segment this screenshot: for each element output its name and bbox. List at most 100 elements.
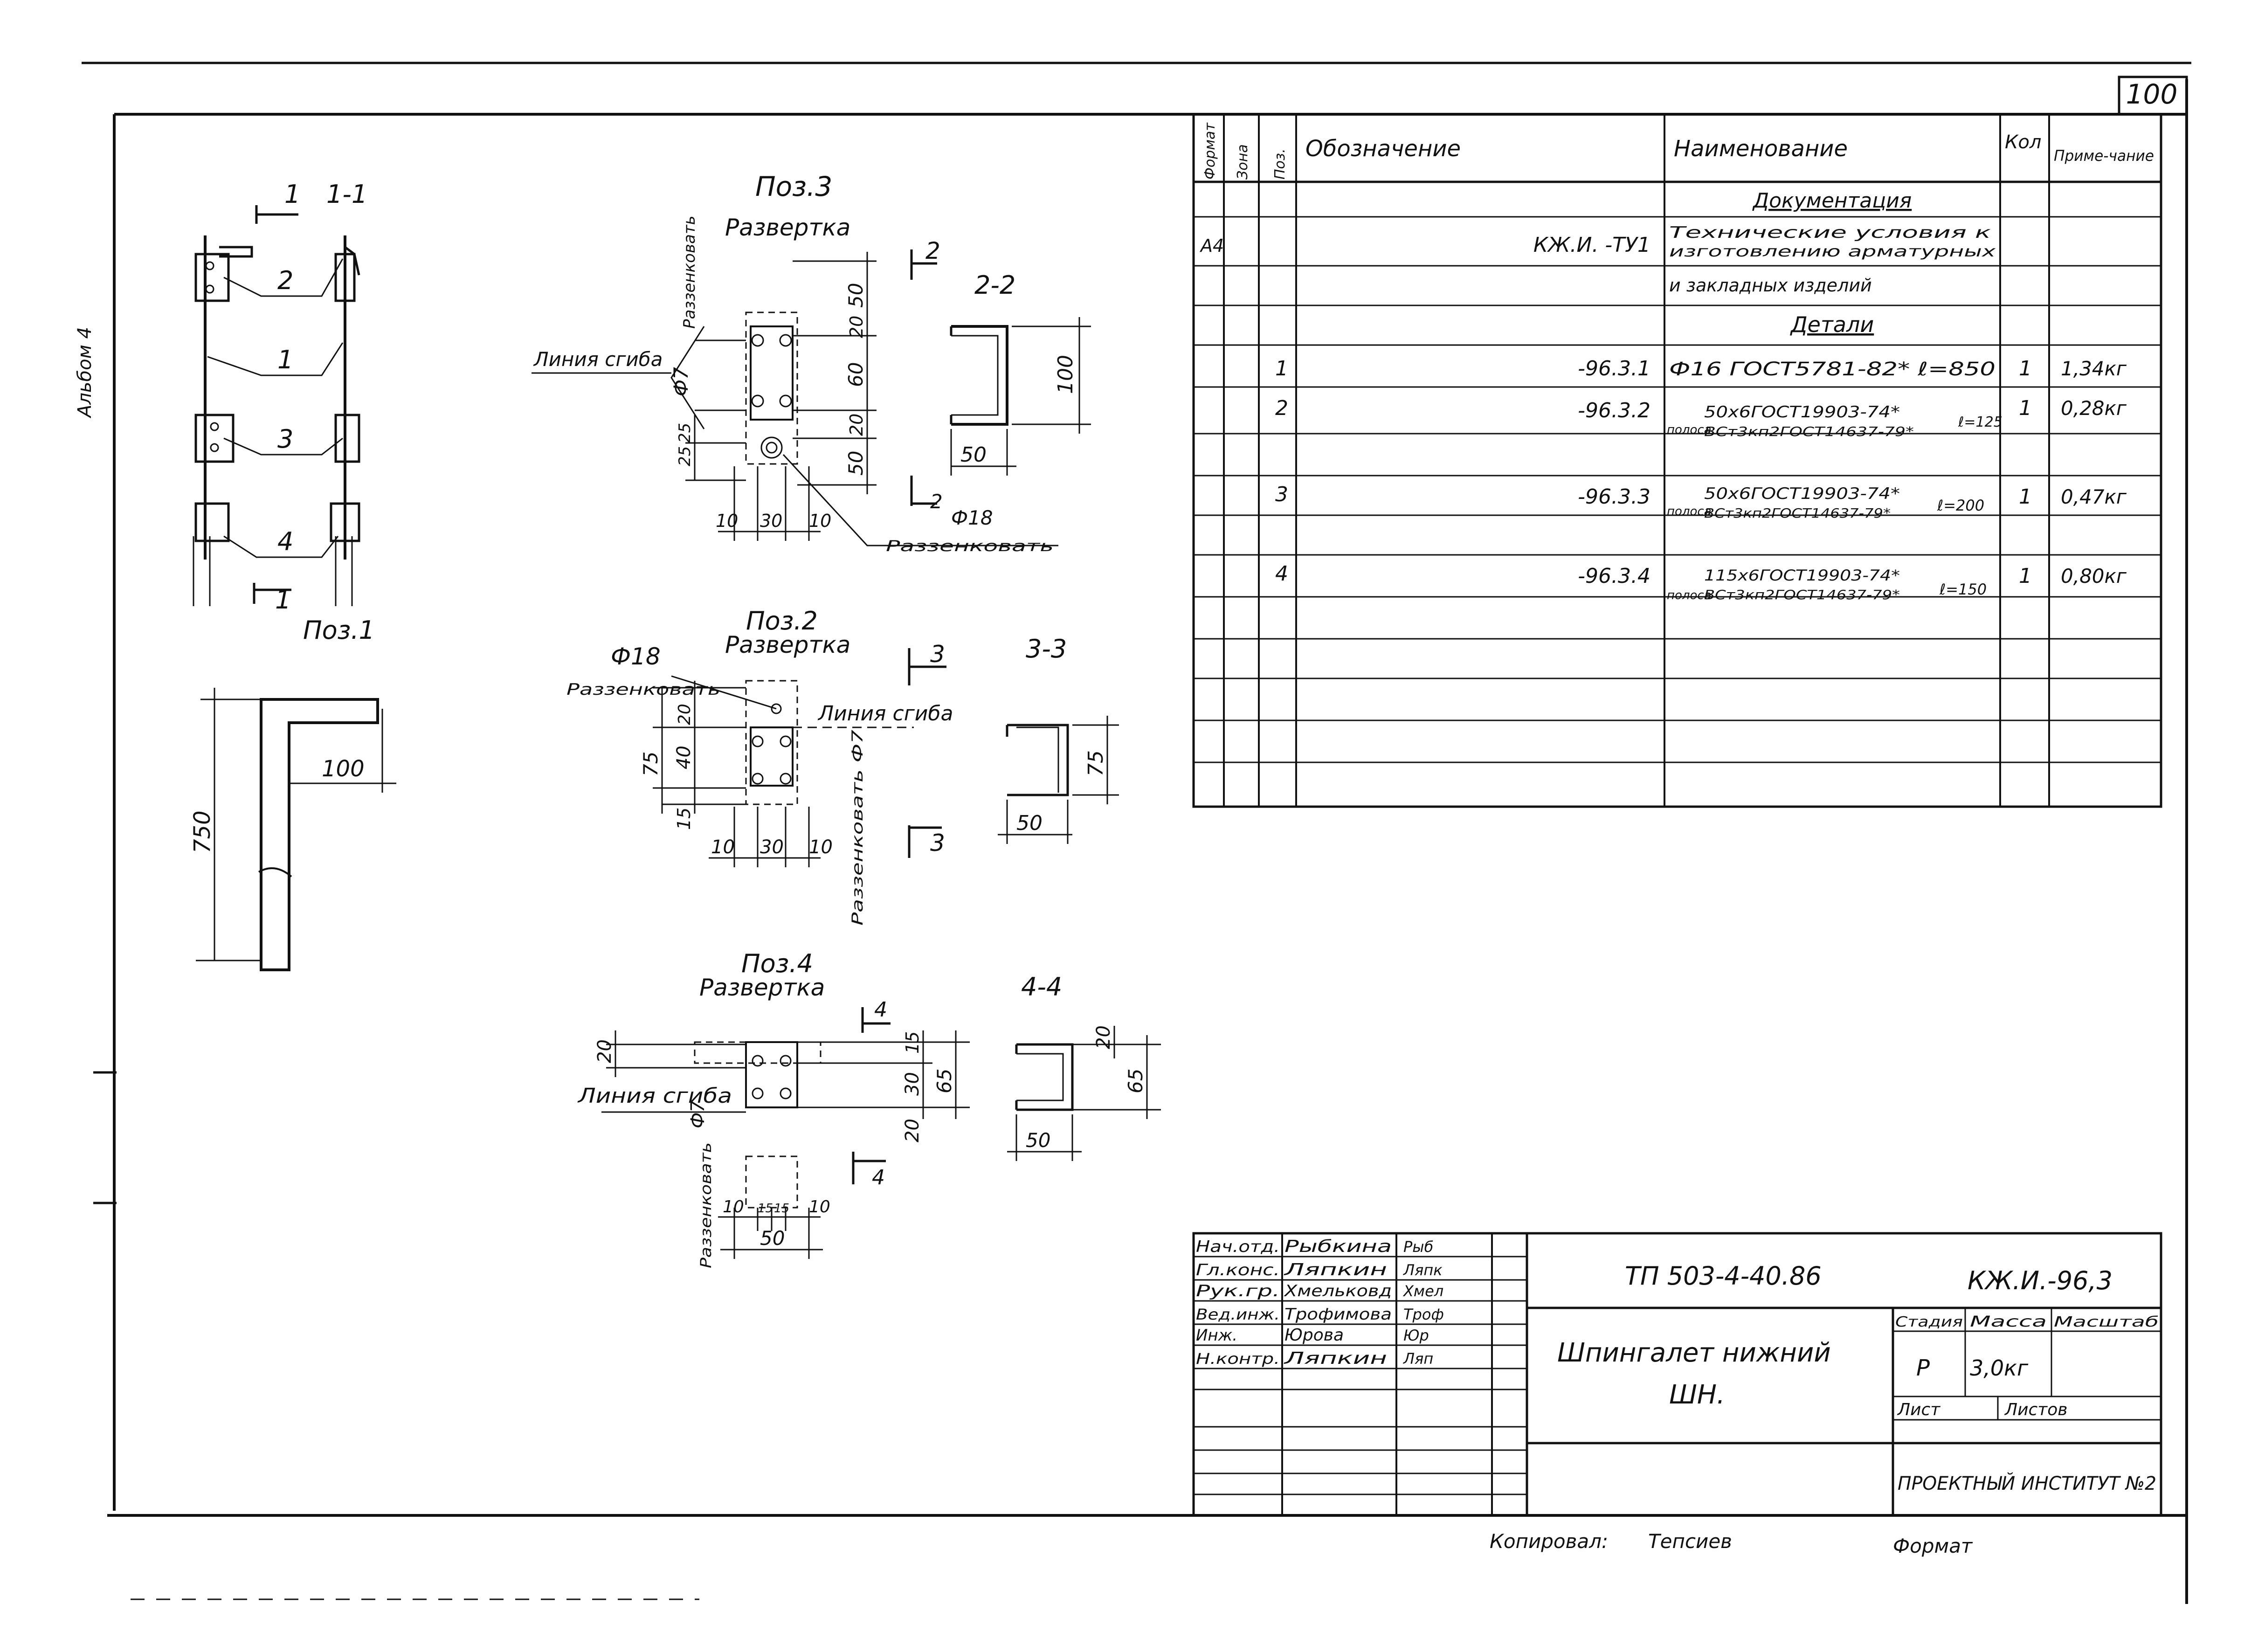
table-row: 1 -96.3.1 Ф16 ГОСТ5781-82* ℓ=850 1 1,34к…: [1275, 357, 2127, 380]
pos3-drawing: [532, 249, 1091, 546]
people-list: Нач.отд. Рыбкина Рыб Гл.конс. Ляпкин Ляп…: [1196, 1237, 1444, 1368]
pos3-dim-10a: 10: [716, 511, 738, 531]
mass-label: Масса: [1970, 1313, 2047, 1330]
row-material-top: 115х6ГОСТ19903-74*: [1704, 567, 1900, 584]
pos2-subtitle: Развертка: [725, 631, 850, 658]
pos3-bend-line: Линия сгиба: [533, 348, 663, 371]
sheet-frame: [82, 62, 2191, 1604]
pos2-dim-10b: 10: [809, 836, 833, 858]
pos2-countersink-side: Раззенковать Ф7: [849, 729, 866, 926]
row-material: Ф16 ГОСТ5781-82* ℓ=850: [1669, 359, 1996, 380]
sheets-label: Листов: [2004, 1400, 2067, 1419]
pos3-subtitle: Развертка: [725, 214, 850, 241]
pos4-dim-10a: 10: [723, 1197, 744, 1217]
assembly-section-title: 1-1: [326, 180, 367, 209]
copied-by-signature: Тепсиев: [1648, 1530, 1732, 1553]
docs-name-line2: изготовлению арматурных: [1669, 242, 1996, 260]
row-qty: 1: [2019, 564, 2032, 588]
row-note: 0,80кг: [2061, 565, 2127, 588]
side-mark: Альбом 4: [74, 327, 96, 419]
pos2-drawing: [653, 648, 1119, 867]
pos4-hole-dia: Ф7: [687, 1100, 709, 1128]
callout-2: 2: [277, 266, 293, 295]
pos3-dim-50b: 50: [844, 451, 867, 476]
header-note: Приме-чание: [2054, 147, 2154, 165]
pos4-section-height: 65: [1124, 1069, 1147, 1093]
row-length: ℓ=200: [1937, 497, 1984, 514]
pos4-dim-20b: 20: [902, 1119, 923, 1142]
header-designation: Обозначение: [1305, 136, 1461, 162]
pos2-section-width: 50: [1016, 811, 1043, 835]
doc-code: КЖ.И.-96,3: [1968, 1266, 2113, 1295]
pos2-section-mark-bottom: 3: [930, 829, 945, 857]
pos2-dim-15: 15: [674, 808, 694, 830]
pos2-section-mark: 3: [930, 641, 945, 668]
person-role: Гл.конс.: [1196, 1261, 1280, 1279]
row-length: ℓ=125: [1958, 414, 2003, 430]
callout-1: 1: [277, 345, 293, 374]
title-line2: ШН.: [1669, 1380, 1725, 1410]
pos3-dim-25a: 25: [676, 446, 694, 466]
row-pos: 1: [1275, 357, 1288, 380]
person-role: Инж.: [1196, 1326, 1237, 1345]
pos2-dim-30: 30: [760, 836, 784, 858]
scale-label: Масштаб: [2054, 1314, 2159, 1330]
callout-3: 3: [277, 424, 293, 454]
pos1-drawing: [196, 688, 396, 971]
pos1-dim-length: 750: [189, 810, 215, 853]
spec-table: [1192, 113, 2162, 808]
row-designation: -96.3.2: [1578, 399, 1650, 422]
pos4-dim-65: 65: [933, 1069, 956, 1093]
pos4-bend-line-1: Линия сгиба: [577, 1084, 732, 1108]
person-role: Вед.инж.: [1196, 1306, 1280, 1323]
docs-name-line1: Технические условия к: [1669, 223, 1991, 242]
title-line1: Шпингалет нижний: [1557, 1338, 1831, 1368]
pos3-countersink-bottom: Раззенковать: [886, 537, 1054, 555]
pos3-dim-25b: 25: [676, 423, 694, 443]
pos3-title: Поз.3: [755, 171, 832, 202]
project-code: ТП 503-4-40.86: [1625, 1261, 1822, 1291]
assembly-mark-top: 1: [284, 180, 300, 209]
row-qty: 1: [2019, 396, 2032, 420]
pos1-dim-hook: 100: [322, 756, 365, 782]
pos3-hole-dia: Ф7: [670, 367, 692, 396]
person-sign: Ляп: [1403, 1350, 1433, 1368]
title-block: [1192, 1232, 2162, 1517]
header-name: Наименование: [1674, 136, 1848, 162]
pos1-title: Поз.1: [303, 615, 375, 645]
pos4-dim-30: 30: [902, 1072, 923, 1096]
row-length: ℓ=150: [1939, 581, 1987, 598]
pos4-subtitle: Развертка: [699, 974, 825, 1001]
pos4-drawing: [601, 1007, 1161, 1259]
pos4-countersink: Раззенковать: [697, 1142, 715, 1268]
pos3-section-mark: 2: [925, 237, 940, 264]
row-material-top: 50х6ГОСТ19903-74*: [1704, 484, 1900, 503]
section-docs: Документация: [1752, 189, 1912, 213]
pos4-section-width: 50: [1026, 1129, 1050, 1152]
row-material-top: 50х6ГОСТ19903-74*: [1704, 403, 1900, 422]
pos3-section-mark-bottom: 2: [930, 490, 943, 513]
organization: ПРОЕКТНЫЙ ИНСТИТУТ №2: [1898, 1472, 2156, 1494]
header-pos: Поз.: [1272, 149, 1288, 180]
pos3-dim-20b: 20: [846, 414, 867, 436]
row-designation: -96.3.1: [1578, 357, 1650, 380]
format-label: Формат: [1893, 1534, 1973, 1557]
header-qty: Кол: [2005, 131, 2041, 153]
docs-name-line3: и закладных изделий: [1669, 275, 1872, 296]
row-note: 1,34кг: [2061, 357, 2127, 380]
pos3-section-width: 50: [960, 443, 987, 467]
row-prefix: полоса: [1667, 505, 1712, 518]
table-row: 3 -96.3.3 полоса 50х6ГОСТ19903-74* ВСт3к…: [1275, 483, 2127, 521]
pos2-countersink-top: Раззенковать: [566, 680, 720, 699]
row-note: 0,28кг: [2061, 397, 2127, 420]
mass-value: 3,0кг: [1970, 1355, 2029, 1381]
person-name: Ляпкин: [1283, 1260, 1387, 1279]
pos4-dim-15: 15: [902, 1031, 923, 1054]
row-pos: 2: [1275, 396, 1288, 420]
row-note: 0,47кг: [2061, 485, 2127, 508]
person-sign: Юр: [1403, 1327, 1429, 1344]
pos3-dim-10b: 10: [809, 511, 831, 531]
pos2-dim-40: 40: [673, 746, 695, 769]
pos4-title: Поз.4: [741, 949, 813, 978]
